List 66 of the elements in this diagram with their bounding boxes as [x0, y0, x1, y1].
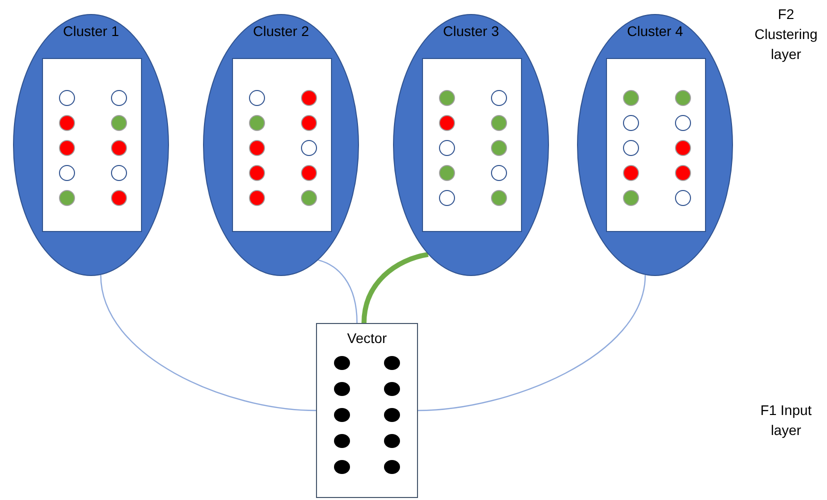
dot [59, 165, 75, 181]
dot [623, 165, 639, 181]
connector-line [418, 274, 646, 412]
dot [384, 434, 400, 448]
dot [439, 140, 455, 156]
dot [334, 382, 350, 396]
dot [439, 115, 455, 131]
connector-line [318, 260, 358, 324]
pattern-panel [232, 58, 332, 232]
dot [675, 90, 691, 106]
pattern-panel [606, 58, 706, 232]
dot [439, 190, 455, 206]
dot [491, 90, 507, 106]
pattern-panel [42, 58, 142, 232]
dot [301, 115, 317, 131]
dot [334, 434, 350, 448]
pattern-panel [422, 58, 522, 232]
dot [111, 115, 127, 131]
dot [439, 90, 455, 106]
dot [249, 190, 265, 206]
dot [675, 165, 691, 181]
dot [59, 115, 75, 131]
dot [111, 90, 127, 106]
cluster-title: Cluster 2 [252, 23, 310, 39]
dot [111, 190, 127, 206]
cluster-title: Cluster 4 [626, 23, 684, 39]
dot [623, 140, 639, 156]
dot [111, 140, 127, 156]
dot [249, 140, 265, 156]
vector-title: Vector [346, 330, 388, 346]
dot [111, 165, 127, 181]
dot [623, 90, 639, 106]
dot [491, 165, 507, 181]
dot [384, 408, 400, 422]
dot [384, 460, 400, 474]
dot [491, 140, 507, 156]
cluster-title: Cluster 1 [62, 23, 120, 39]
dot [623, 190, 639, 206]
dot [675, 190, 691, 206]
dot [384, 356, 400, 370]
dot [249, 115, 265, 131]
dot [384, 382, 400, 396]
dot [59, 90, 75, 106]
connector-line [362, 252, 429, 324]
layer-label: F1 Input layer [759, 401, 813, 440]
dot [249, 165, 265, 181]
vector-box [316, 323, 418, 498]
dot [334, 356, 350, 370]
dot [301, 190, 317, 206]
cluster-title: Cluster 3 [442, 23, 500, 39]
dot [249, 90, 265, 106]
dot [623, 115, 639, 131]
dot [59, 190, 75, 206]
dot [439, 165, 455, 181]
dot [675, 115, 691, 131]
layer-label: F2 Clustering layer [753, 5, 819, 64]
dot [334, 408, 350, 422]
dot [675, 140, 691, 156]
dot [491, 190, 507, 206]
dot [59, 140, 75, 156]
dot [301, 140, 317, 156]
dot [334, 460, 350, 474]
dot [301, 165, 317, 181]
dot [301, 90, 317, 106]
dot [491, 115, 507, 131]
connector-line [100, 274, 316, 412]
